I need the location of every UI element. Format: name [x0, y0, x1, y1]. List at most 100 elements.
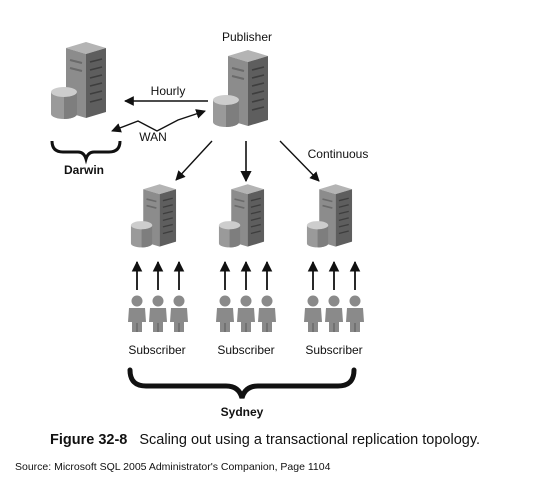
- server-vent: [338, 197, 349, 202]
- person-body: [170, 308, 188, 332]
- database-shade: [229, 225, 241, 248]
- publisher-server-icon: [213, 50, 268, 127]
- figure-caption: Figure 32-8 Scaling out using a transacti…: [50, 432, 480, 448]
- subscriber-server-icon: [218, 184, 265, 248]
- server-vent: [251, 90, 265, 95]
- sydney-brace: [127, 367, 357, 399]
- server-bay: [234, 204, 245, 209]
- database-shade: [64, 92, 77, 119]
- server-vent: [251, 66, 265, 71]
- server-vent: [250, 197, 261, 202]
- server-vent: [250, 230, 261, 235]
- sydney-label: Sydney: [221, 405, 264, 419]
- server-tower-side: [248, 56, 268, 126]
- server-bay: [231, 67, 245, 72]
- server-tower-side: [335, 189, 353, 247]
- server-bay: [234, 198, 245, 203]
- server-vent: [162, 223, 173, 228]
- darwin-server-icon: [51, 42, 106, 119]
- person-head: [261, 295, 273, 307]
- server-vent: [251, 106, 265, 111]
- database-top: [51, 87, 77, 97]
- server-vent: [338, 204, 349, 208]
- server-vent: [250, 217, 261, 221]
- person-body: [149, 308, 167, 332]
- server-bay: [69, 67, 83, 72]
- server-vent: [89, 90, 103, 95]
- publisher-to-right-server-arrow: [279, 140, 320, 182]
- server-vent: [162, 210, 173, 215]
- database-shade: [226, 100, 239, 127]
- person-body: [325, 308, 343, 332]
- database-shade: [141, 225, 153, 248]
- person-head: [349, 295, 361, 307]
- database-top: [218, 221, 241, 230]
- server-vent: [89, 74, 103, 79]
- person-head: [152, 295, 164, 307]
- server-vent: [251, 98, 265, 103]
- darwin-brace: [50, 140, 122, 165]
- person-head: [307, 295, 319, 307]
- server-tower-side: [86, 48, 106, 118]
- database-top: [130, 221, 153, 230]
- server-vent: [89, 82, 103, 87]
- source-citation: Source: Microsoft SQL 2005 Administrator…: [15, 461, 331, 473]
- server-vent: [89, 58, 103, 63]
- subscriber-server-icon: [306, 184, 353, 248]
- subscriber-users-icon: [216, 295, 276, 332]
- server-tower-top: [143, 184, 177, 195]
- server-vent: [162, 217, 173, 221]
- person-body: [346, 308, 364, 332]
- wan-link: [111, 109, 206, 133]
- database-top: [306, 221, 329, 230]
- person-head: [240, 295, 252, 307]
- hourly-label: Hourly: [151, 84, 186, 98]
- person-head: [328, 295, 340, 307]
- server-vent: [251, 74, 265, 79]
- server-bay: [146, 204, 157, 209]
- darwin-label: Darwin: [64, 163, 104, 177]
- server-vent: [89, 66, 103, 71]
- person-body: [258, 308, 276, 332]
- user-request-arrows: [131, 260, 361, 290]
- server-vent: [89, 98, 103, 103]
- database-top: [213, 95, 239, 105]
- server-vent: [250, 223, 261, 228]
- subscriber-label: Subscriber: [305, 343, 362, 357]
- server-vent: [251, 82, 265, 87]
- subscriber-users-icon: [304, 295, 364, 332]
- server-bay: [231, 75, 245, 80]
- server-tower-side: [159, 189, 177, 247]
- subscriber-users-icon: [128, 295, 188, 332]
- server-vent: [338, 217, 349, 221]
- server-tower-side: [247, 189, 265, 247]
- server-bay: [322, 204, 333, 209]
- continuous-label: Continuous: [308, 147, 369, 161]
- server-vent: [162, 204, 173, 208]
- publisher-to-left-server-arrow: [175, 140, 213, 181]
- subscriber-label: Subscriber: [128, 343, 185, 357]
- server-bay: [146, 198, 157, 203]
- server-vent: [338, 223, 349, 228]
- wan-label: WAN: [139, 130, 167, 144]
- server-tower-top: [319, 184, 353, 195]
- publisher-label: Publisher: [222, 30, 272, 44]
- subscriber-label: Subscriber: [217, 343, 274, 357]
- figure-caption-text: Scaling out using a transactional replic…: [139, 432, 480, 448]
- server-vent: [162, 230, 173, 235]
- server-vent: [250, 210, 261, 215]
- person-head: [131, 295, 143, 307]
- person-body: [128, 308, 146, 332]
- person-body: [237, 308, 255, 332]
- subscriber-server-icon: [130, 184, 177, 248]
- figure-number: Figure 32-8: [50, 432, 127, 448]
- server-bay: [322, 198, 333, 203]
- person-body: [216, 308, 234, 332]
- server-tower-top: [231, 184, 265, 195]
- server-vent: [338, 230, 349, 235]
- person-body: [304, 308, 322, 332]
- database-shade: [317, 225, 329, 248]
- server-bay: [69, 59, 83, 64]
- server-vent: [338, 210, 349, 215]
